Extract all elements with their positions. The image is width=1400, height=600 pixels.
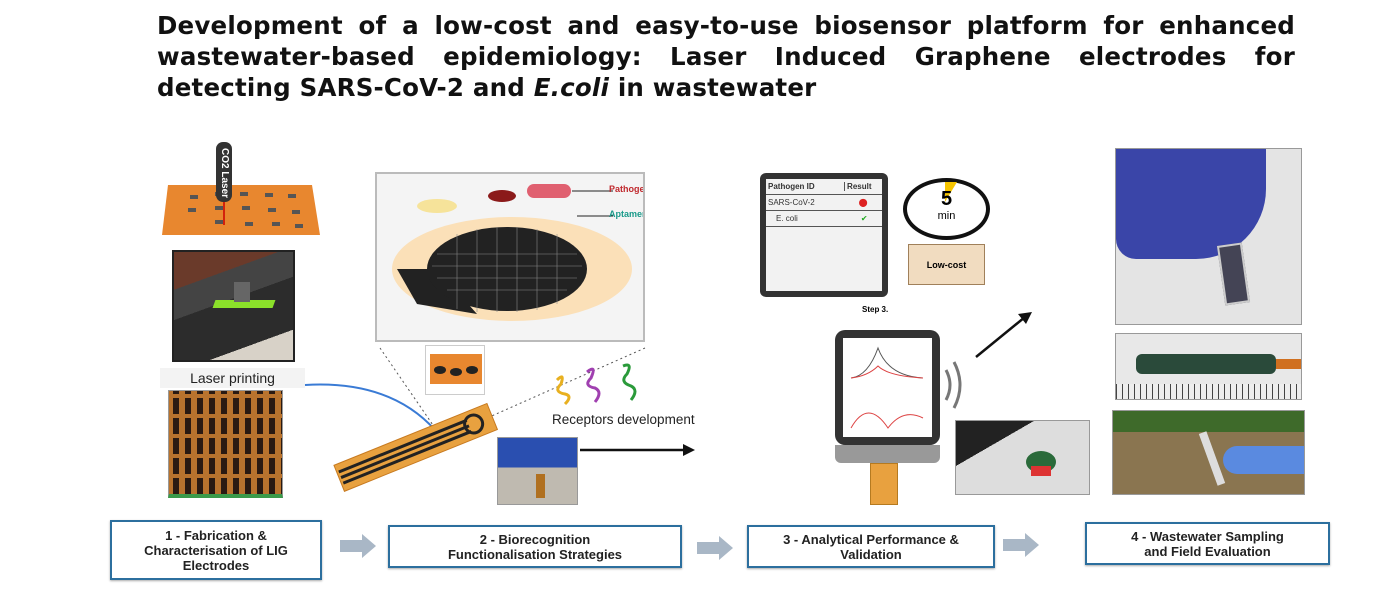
- aptamer-graphene-panel: Pathogens Aptamers: [375, 172, 645, 342]
- title-text: Development of a low-cost and easy-to-us…: [157, 11, 1295, 102]
- laser-printing-label: Laser printing: [160, 368, 305, 388]
- results-clipboard: Pathogen ID Result SARS-CoV-2⬤ E. coli✔: [760, 173, 888, 297]
- gloved-electrode-photo: [497, 437, 578, 505]
- lig-electrode-sheet-photo: [168, 390, 283, 498]
- step-1-box: 1 - Fabrication & Characterisation of LI…: [110, 520, 322, 580]
- laser-printer-photo: [172, 250, 295, 362]
- positive-icon: ✔: [860, 214, 868, 223]
- negative-icon: ⬤: [858, 198, 868, 207]
- sensor-strip: [870, 463, 898, 505]
- connector-lines: [304, 347, 695, 492]
- step-3-label: Step 3.: [862, 305, 889, 314]
- step-3-box: 3 - Analytical Performance & Validation: [747, 525, 995, 568]
- aptamers-label: Aptamers: [609, 209, 643, 219]
- phone-connector: [835, 445, 940, 463]
- smartphone-readout: [835, 330, 940, 445]
- page-title: Development of a low-cost and easy-to-us…: [157, 10, 1295, 103]
- low-cost-badge: Low-cost: [908, 244, 985, 285]
- title-italic: E.coli: [533, 73, 610, 102]
- laser-substrate-illustration: [162, 142, 320, 235]
- timer-unit: min: [937, 210, 956, 222]
- step-arrow-icon: [697, 536, 733, 560]
- wireless-signal-icon: [944, 312, 1032, 409]
- timer-icon: 5 min: [903, 178, 990, 240]
- receptors-development-label: Receptors development: [552, 412, 695, 427]
- header-result: Result: [844, 182, 880, 191]
- co2-laser-label: CO2 Laser: [219, 148, 230, 199]
- timer-value: 5: [940, 188, 953, 210]
- header-pathogen: Pathogen ID: [768, 182, 815, 191]
- title-text-end: in wastewater: [609, 73, 817, 102]
- lig-electrode-strip: [333, 402, 499, 492]
- result-row: E. coli✔: [766, 211, 882, 227]
- river-sampling-photo: [1112, 410, 1305, 495]
- step-arrow-icon: [340, 534, 376, 558]
- sensor-module-photo: [1115, 333, 1302, 400]
- receptors-helix-icon: [555, 363, 637, 406]
- pathogens-label: Pathogens: [609, 184, 645, 194]
- phone-connector-photo: [955, 420, 1090, 495]
- step-4-box: 4 - Wastewater Sampling and Field Evalua…: [1085, 522, 1330, 565]
- functionalised-electrode-inset: [425, 345, 485, 395]
- result-row: SARS-CoV-2⬤: [766, 195, 882, 211]
- step-arrow-icon: [1003, 533, 1039, 557]
- step-2-box: 2 - Biorecognition Functionalisation Str…: [388, 525, 682, 568]
- sampling-device-photo: [1115, 148, 1302, 325]
